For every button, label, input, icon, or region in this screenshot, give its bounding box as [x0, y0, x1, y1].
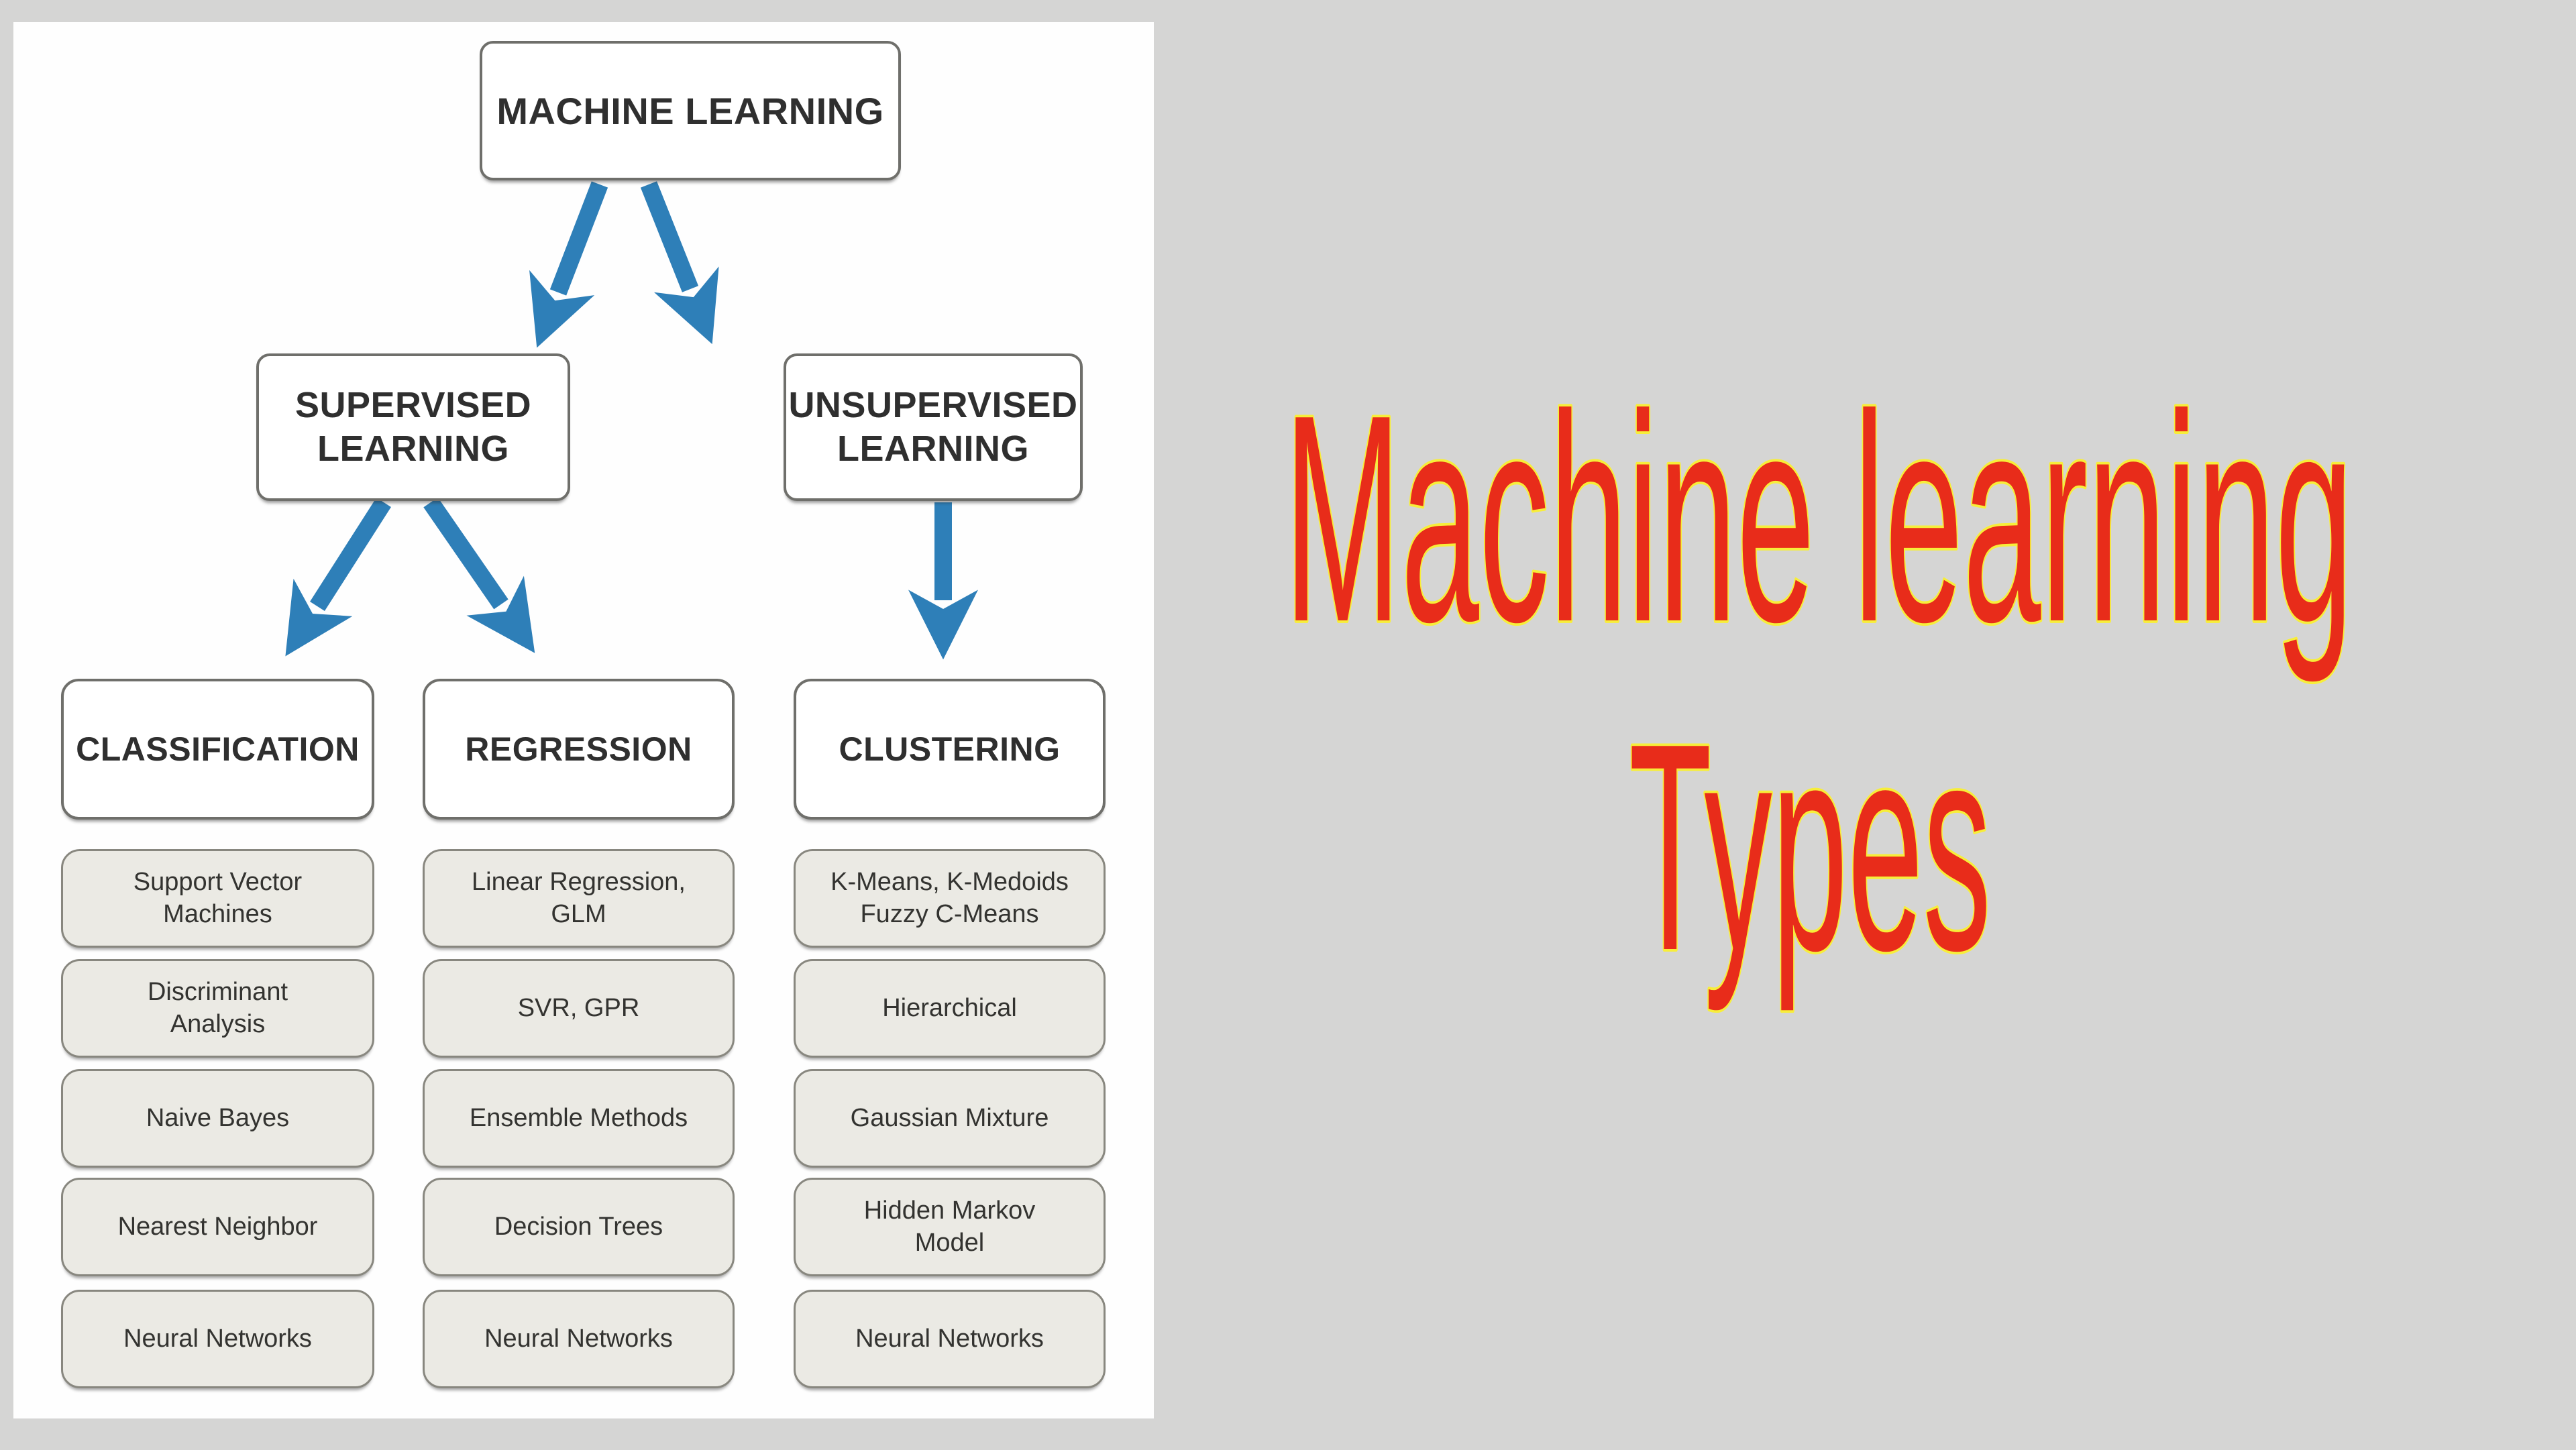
- leaf-hierarchical: Hierarchical: [794, 959, 1106, 1058]
- diagram-panel: MACHINE LEARNING SUPERVISED LEARNING UNS…: [13, 22, 1154, 1418]
- node-machine-learning: MACHINE LEARNING: [480, 41, 901, 180]
- leaf-discriminant-analysis: Discriminant Analysis: [61, 959, 374, 1058]
- leaf-neural-networks-regression: Neural Networks: [423, 1290, 735, 1388]
- arrow-supervised-to-classification: [285, 498, 391, 657]
- headline: Machine learning Types: [1283, 353, 2355, 1015]
- leaf-decision-trees: Decision Trees: [423, 1178, 735, 1276]
- leaf-nearest-neighbor: Nearest Neighbor: [61, 1178, 374, 1276]
- leaf-linear-regression-glm: Linear Regression, GLM: [423, 849, 735, 948]
- leaf-svr-gpr: SVR, GPR: [423, 959, 735, 1058]
- node-classification: CLASSIFICATION: [61, 679, 374, 820]
- headline-line2: Types: [1629, 683, 1991, 1013]
- leaf-neural-networks-classification: Neural Networks: [61, 1290, 374, 1388]
- node-supervised-learning: SUPERVISED LEARNING: [256, 353, 570, 501]
- connector-arrows: [285, 181, 978, 660]
- arrow-supervised-to-regression: [423, 497, 535, 653]
- arrow-root-to-supervised: [529, 181, 608, 348]
- leaf-naive-bayes: Naive Bayes: [61, 1069, 374, 1168]
- node-regression: REGRESSION: [423, 679, 735, 820]
- node-unsupervised-learning: UNSUPERVISED LEARNING: [784, 353, 1083, 501]
- leaf-kmeans-kmedoids-fuzzy-cmeans: K-Means, K-Medoids Fuzzy C-Means: [794, 849, 1106, 948]
- leaf-hidden-markov-model: Hidden Markov Model: [794, 1178, 1106, 1276]
- leaf-gaussian-mixture: Gaussian Mixture: [794, 1069, 1106, 1168]
- arrow-root-to-unsupervised: [640, 181, 719, 345]
- headline-line1: Machine learning: [1284, 354, 2353, 685]
- leaf-ensemble-methods: Ensemble Methods: [423, 1069, 735, 1168]
- leaf-support-vector-machines: Support Vector Machines: [61, 849, 374, 948]
- node-clustering: CLUSTERING: [794, 679, 1106, 820]
- leaf-neural-networks-clustering: Neural Networks: [794, 1290, 1106, 1388]
